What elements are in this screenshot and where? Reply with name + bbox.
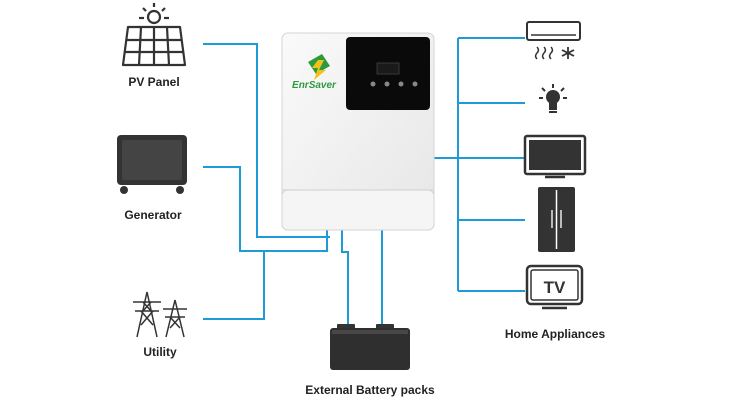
solar-panel-icon <box>121 3 187 67</box>
battery-wire-left <box>341 228 349 330</box>
inverter-icon: EnrSaver <box>281 32 435 231</box>
pv-wire <box>203 43 330 238</box>
tv-screen-text: TV <box>544 278 566 297</box>
light-bulb-icon <box>539 84 567 113</box>
utility-label: Utility <box>143 345 177 359</box>
pv-panel-label: PV Panel <box>128 75 180 89</box>
home-appliances-label: Home Appliances <box>504 327 606 341</box>
generator-label: Generator <box>124 208 182 222</box>
inverter-brand-text: EnrSaver <box>292 80 337 91</box>
refrigerator-icon <box>538 187 575 252</box>
connection-wires <box>203 37 525 330</box>
power-tower-icon <box>133 291 187 338</box>
air-conditioner-icon <box>526 21 581 60</box>
brand-logo-icon: EnrSaver <box>292 54 337 91</box>
television-icon: TV <box>525 264 584 310</box>
generator-wire <box>203 166 328 252</box>
battery-label: External Battery packs <box>305 383 435 397</box>
monitor-icon <box>523 134 587 179</box>
battery-icon <box>330 324 410 370</box>
generator-icon <box>117 135 187 194</box>
utility-wire <box>203 251 265 320</box>
